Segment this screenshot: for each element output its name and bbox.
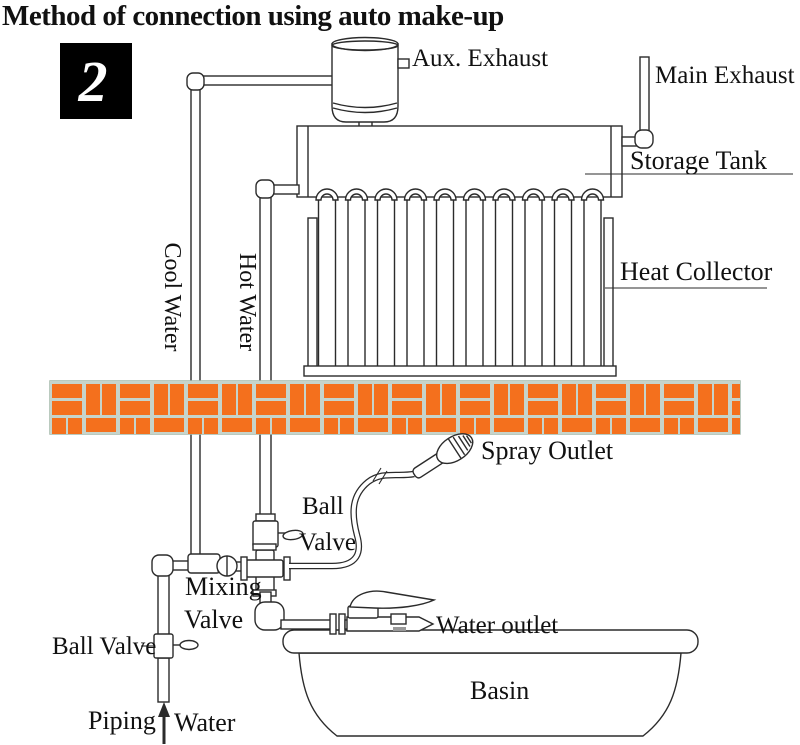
- collector-tube: [433, 188, 457, 368]
- cool-to-mixer-run: [187, 553, 247, 577]
- shower-head: [412, 433, 474, 479]
- label-mixing-valve-2: Valve: [184, 605, 244, 634]
- shower-hose: [289, 467, 415, 570]
- collector-tube: [580, 188, 605, 368]
- collector-tube: [315, 188, 339, 368]
- label-heat-collector: Heat Collector: [620, 257, 773, 286]
- label-cool-water: Cool Water: [159, 242, 185, 352]
- label-ball-valve-upper-2: Valve: [299, 529, 356, 556]
- label-piping: Piping: [88, 706, 156, 735]
- figure-number-box: 2: [60, 43, 132, 119]
- aux-exhaust-stub: [397, 58, 410, 69]
- heat-collector: [303, 188, 617, 377]
- basin: [282, 629, 699, 737]
- cool-water-pipe: [186, 72, 336, 569]
- page-title: Method of connection using auto make-up: [2, 0, 504, 32]
- label-ball-valve-upper-1: Ball: [302, 493, 344, 520]
- label-spray-outlet: Spray Outlet: [481, 436, 614, 465]
- label-hot-water: Hot Water: [234, 252, 260, 352]
- piping-water-arrow: [158, 702, 170, 744]
- leader-lines: [141, 173, 793, 647]
- ball-valve-upper: [252, 513, 304, 548]
- storage-tank: [296, 125, 623, 198]
- label-piping-water: Water: [174, 708, 236, 737]
- collector-tube: [344, 188, 369, 368]
- faucet: [346, 590, 437, 632]
- label-storage-tank: Storage Tank: [630, 146, 768, 175]
- figure-number: 2: [78, 48, 108, 114]
- label-main-exhaust: Main Exhaust: [655, 62, 795, 89]
- collector-tube: [462, 188, 487, 368]
- aux-exhaust-tank: [331, 36, 410, 129]
- main-exhaust-pipe: [621, 56, 654, 149]
- label-water-outlet: Water outlet: [436, 612, 559, 639]
- collector-tube: [521, 188, 546, 368]
- label-aux-exhaust: Aux. Exhaust: [412, 45, 549, 72]
- faucet-supply-pipe: [254, 591, 354, 635]
- brick-wall: [49, 380, 741, 435]
- label-ball-valve-lower: Ball Valve: [52, 633, 157, 660]
- ball-valve-lower: [153, 633, 199, 659]
- collector-tube: [403, 188, 428, 368]
- collector-tube: [492, 188, 516, 368]
- label-mixing-valve-1: Mixing: [185, 572, 262, 601]
- hot-water-pipe: [255, 179, 300, 519]
- label-basin: Basin: [470, 676, 530, 705]
- collector-tube: [551, 188, 575, 368]
- make-up-inlet-pipe: [151, 554, 193, 703]
- collector-tube: [374, 188, 398, 368]
